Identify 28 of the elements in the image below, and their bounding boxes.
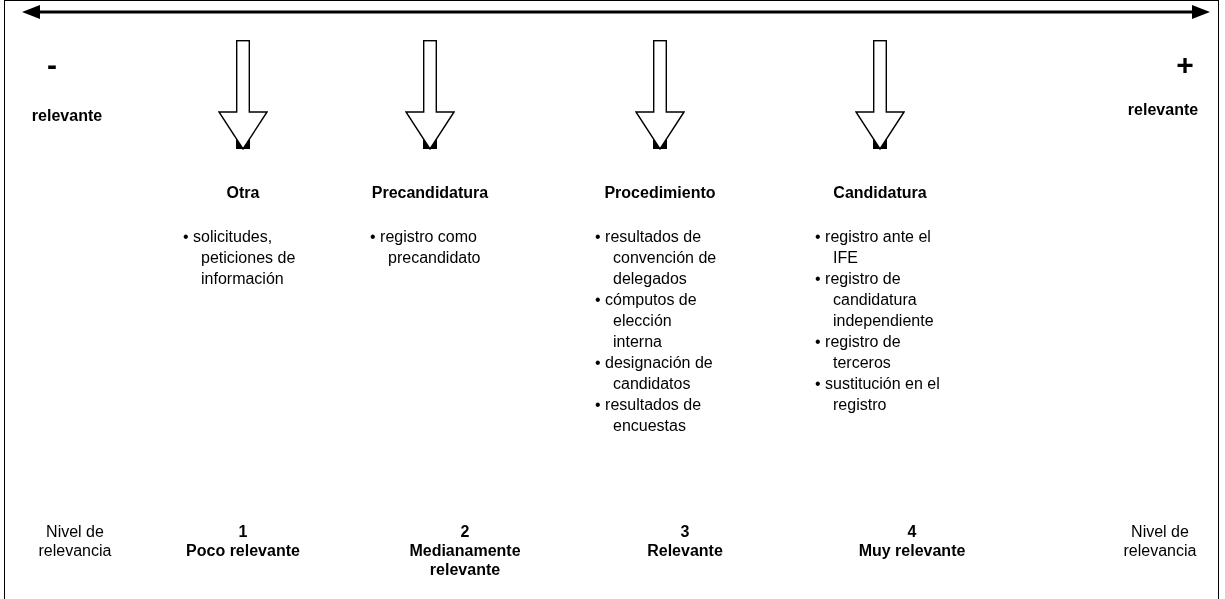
row-label: Nivel de relevancia xyxy=(37,522,113,560)
bullet-item: • registro de candidatura independiente xyxy=(815,269,935,331)
column-heading: Procedimiento xyxy=(603,183,717,202)
level-name: Muy relevante xyxy=(857,541,967,560)
level-number: 2 xyxy=(459,522,471,541)
bullet-item: • registro ante el IFE xyxy=(815,227,932,268)
bullet-item: • resultados de convención de delegados xyxy=(595,227,718,289)
bullet-item: • cómputos de elección interna xyxy=(595,290,698,352)
bullet-item: • registro de terceros xyxy=(815,332,902,373)
plus-sign: + xyxy=(1175,50,1195,80)
minus-sign: - xyxy=(46,50,58,80)
bullet-item: • resultados de encuestas xyxy=(595,395,703,436)
level-number: 4 xyxy=(906,522,918,541)
column-heading: Precandidatura xyxy=(370,183,490,202)
bullet-item: • designación de candidatos xyxy=(595,353,714,394)
level-name: Poco relevante xyxy=(185,541,301,560)
column-heading: Otra xyxy=(225,183,261,202)
level-number: 1 xyxy=(237,522,249,541)
level-name: Relevante xyxy=(646,541,724,560)
level-number: 3 xyxy=(679,522,691,541)
level-name: Medianamente relevante xyxy=(408,541,522,579)
row-label: Nivel de relevancia xyxy=(1122,522,1198,560)
column-heading: Candidatura xyxy=(832,183,928,202)
bullet-item: • registro como precandidato xyxy=(370,227,482,268)
bullet-item: • solicitudes, peticiones de información xyxy=(183,227,297,289)
scale-end-label: relevante xyxy=(1126,100,1200,119)
scale-end-label: relevante xyxy=(30,106,104,125)
bullet-item: • sustitución en el registro xyxy=(815,374,941,415)
